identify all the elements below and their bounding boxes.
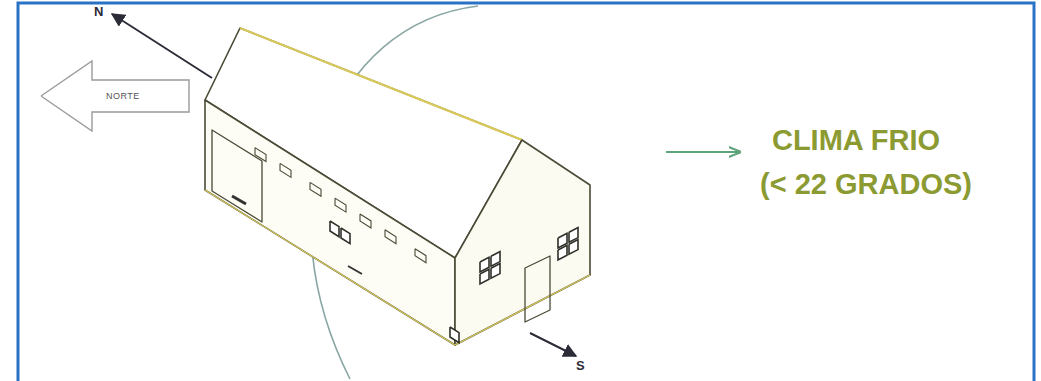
north-block-arrow: NORTE [40,60,190,132]
base-line [455,275,590,345]
pointer-arrow [666,151,740,153]
base-line [205,190,455,345]
window [341,228,350,244]
climate-title: CLIMA FRIO [772,124,940,157]
window [558,245,567,260]
window [330,221,339,237]
small-window [360,214,371,228]
long-wall [205,100,455,345]
small-window [385,230,396,244]
north-arrow [112,14,212,78]
building [205,28,590,345]
ridge [240,28,522,140]
small-window [310,182,321,196]
window [569,240,578,255]
door-step [232,196,246,204]
south-arrow [530,333,576,356]
small-window [415,249,426,263]
climate-range: (< 22 GRADOS) [760,168,972,201]
door [212,130,262,222]
block-arrow-shape [41,61,189,131]
door [525,256,550,322]
window [480,269,489,284]
gable-wall [455,140,590,345]
direction-label: NORTE [106,91,140,101]
window [491,264,500,279]
small-window [280,163,291,177]
small-window [255,148,266,162]
compass-letter: S [576,358,585,373]
small-window [335,198,346,212]
wall-mark [348,266,362,274]
frame [18,3,1034,381]
compass-letter: N [94,4,103,19]
window [450,327,459,343]
